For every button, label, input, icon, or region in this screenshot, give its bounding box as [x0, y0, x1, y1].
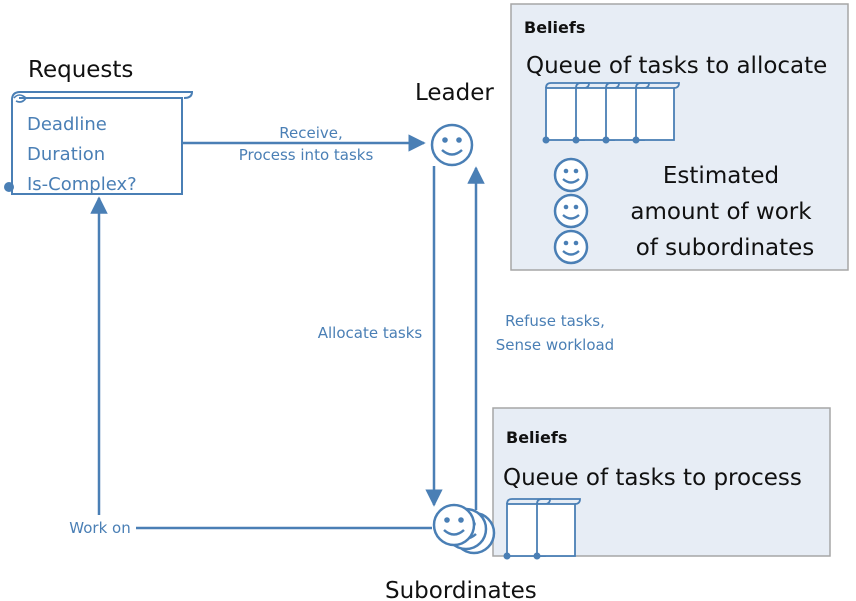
leader-smiley-icon: [430, 123, 474, 167]
leader-beliefs-panel: Beliefs Queue of tasks to allocate Estim…: [510, 3, 849, 271]
requests-scroll: [4, 91, 194, 195]
request-field-deadline: Deadline: [27, 114, 107, 135]
task-scroll-icon: [532, 498, 581, 561]
request-field-duration: Duration: [27, 144, 105, 165]
edge-work-on-label: Work on: [69, 519, 130, 537]
subordinate-beliefs-heading: Beliefs: [506, 428, 567, 447]
subordinate-task-queue: [502, 498, 581, 561]
subordinates-stack: [432, 503, 496, 555]
request-field-is-complex: Is-Complex?: [27, 174, 137, 195]
subordinate-estimates: [553, 157, 589, 265]
edge-allocate-label: Allocate tasks: [318, 324, 423, 342]
subordinate-smiley-icon: [553, 193, 589, 229]
leader-label: Leader: [415, 80, 494, 106]
edge-refuse-label-1: Refuse tasks,: [505, 312, 605, 330]
leader-task-queue: [541, 82, 680, 145]
edge-receive-label-2: Process into tasks: [239, 146, 374, 164]
estimate-line-3: of subordinates: [636, 235, 815, 261]
subordinate-smiley-icon: [432, 503, 476, 547]
edge-receive-label-1: Receive,: [279, 124, 343, 142]
subordinate-smiley-icon: [553, 229, 589, 265]
task-scroll-icon: [631, 82, 680, 145]
leader-queue-label: Queue of tasks to allocate: [526, 53, 827, 79]
estimate-line-2: amount of work: [630, 199, 812, 225]
leader-beliefs-heading: Beliefs: [524, 18, 585, 37]
requests-title: Requests: [28, 57, 133, 83]
subordinate-queue-label: Queue of tasks to process: [503, 465, 802, 491]
estimate-line-1: Estimated: [663, 163, 779, 189]
subordinate-smiley-icon: [553, 157, 589, 193]
edge-work-on: [90, 196, 432, 530]
subordinates-label: Subordinates: [385, 578, 537, 601]
edge-refuse-label-2: Sense workload: [496, 336, 614, 354]
